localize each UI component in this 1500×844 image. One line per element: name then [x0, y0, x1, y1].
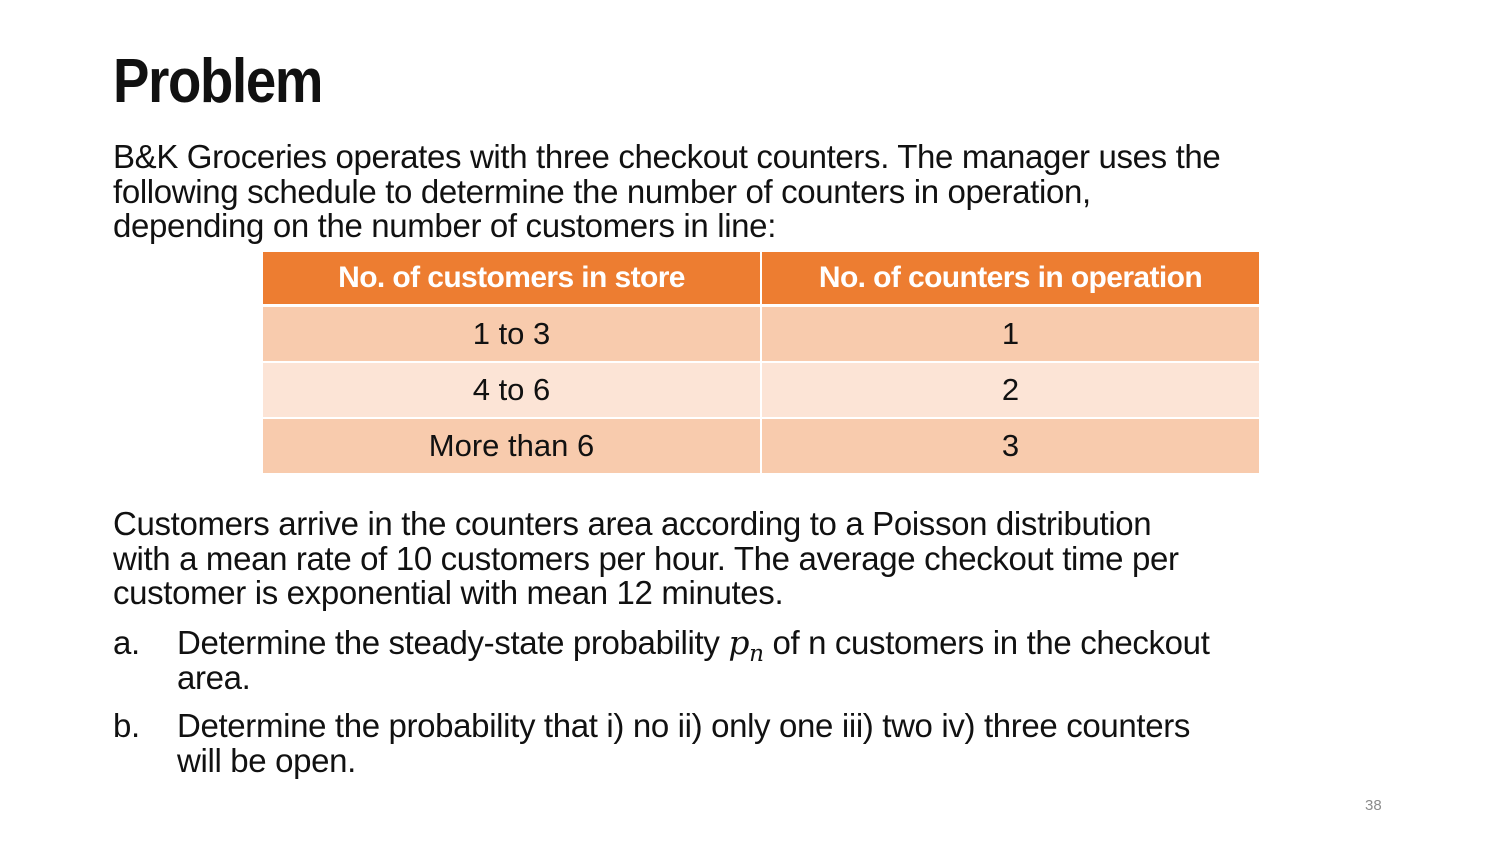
question-a-line: Determine the steady-state probability p…: [177, 623, 1210, 667]
intro-paragraph: B&K Groceries operates with three checko…: [113, 138, 1221, 244]
cell-customers: More than 6: [261, 417, 762, 475]
arrival-line: customer is exponential with mean 12 min…: [113, 574, 784, 611]
cell-counters: 1: [760, 304, 1261, 363]
question-a-text-after: of n customers in the checkout: [763, 624, 1210, 661]
question-a-line: area.: [177, 658, 251, 696]
cell-counters: 3: [760, 417, 1261, 475]
question-a-text: Determine the steady-state probability p…: [177, 623, 1210, 696]
intro-line: B&K Groceries operates with three checko…: [113, 138, 1221, 175]
intro-line: depending on the number of customers in …: [113, 207, 777, 244]
table-header-row: No. of customers in store No. of counter…: [261, 250, 1261, 307]
question-b-marker: b.: [113, 707, 140, 744]
probability-symbol: pn: [728, 623, 764, 667]
cell-counters: 2: [760, 361, 1261, 419]
cell-customers: 1 to 3: [261, 304, 762, 363]
table-row: 1 to 3 1: [261, 304, 1261, 363]
question-a-marker: a.: [113, 624, 140, 661]
table-row: 4 to 6 2: [261, 361, 1261, 419]
intro-line: following schedule to determine the numb…: [113, 172, 1091, 210]
question-b-text: Determine the probability that i) no ii)…: [177, 707, 1191, 779]
slide-title: Problem: [113, 47, 323, 116]
schedule-table: No. of customers in store No. of counter…: [261, 250, 1261, 475]
table-row: More than 6 3: [261, 417, 1261, 475]
question-b-line: will be open.: [177, 741, 356, 779]
header-customers-in-store: No. of customers in store: [261, 250, 762, 307]
arrival-line: with a mean rate of 10 customers per hou…: [113, 539, 1179, 577]
page-number: 38: [1365, 797, 1382, 814]
header-counters-in-operation: No. of counters in operation: [760, 250, 1261, 307]
question-b-line: Determine the probability that i) no ii)…: [177, 707, 1191, 744]
arrival-line: Customers arrive in the counters area ac…: [113, 505, 1152, 542]
cell-customers: 4 to 6: [261, 361, 762, 419]
question-a-text-before: Determine the steady-state probability: [177, 624, 729, 661]
arrival-paragraph: Customers arrive in the counters area ac…: [113, 505, 1179, 611]
